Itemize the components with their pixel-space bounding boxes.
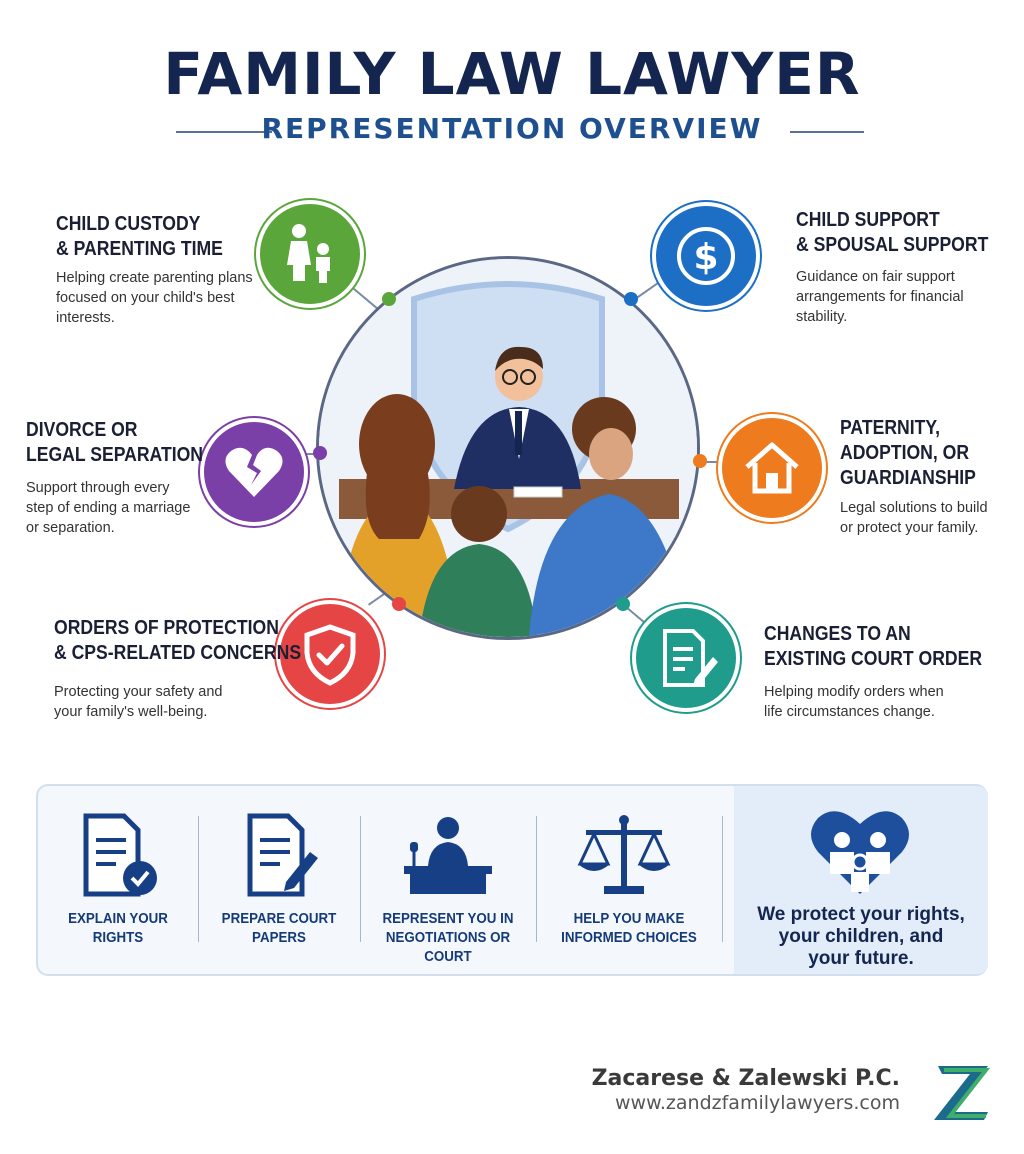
page-subtitle: REPRESENTATION OVERVIEW [261, 112, 763, 145]
connector-line [700, 461, 720, 463]
lawyer-family-illustration [319, 259, 697, 637]
house-icon [745, 442, 799, 494]
protection-dot [392, 597, 406, 611]
svg-text:$: $ [693, 237, 718, 278]
support-title: CHILD SUPPORT& SPOUSAL SUPPORT [796, 209, 989, 256]
divider [360, 816, 361, 942]
changes-desc: Helping modify orders when life circumst… [764, 684, 944, 720]
podium-speaker-icon [404, 817, 492, 894]
paternity-circle [718, 414, 826, 522]
subtitle-rule-right [790, 131, 864, 133]
custody-dot [382, 292, 396, 306]
brand-url: www.zandzfamilylawyers.com [615, 1092, 900, 1114]
connector-line [302, 453, 322, 455]
tagline-panel: We protect your rights, your children, a… [734, 786, 988, 974]
divider [722, 816, 723, 942]
divorce-circle [200, 418, 308, 526]
center-illustration [316, 256, 700, 640]
broken-heart-icon [225, 447, 283, 497]
support-desc: Guidance on fair support arrangements fo… [796, 269, 964, 325]
subtitle-rule-left [176, 131, 272, 133]
subtitle-row: REPRESENTATION OVERVIEW [0, 112, 1024, 152]
paternity-dot [693, 454, 707, 468]
scales-icon [577, 815, 671, 894]
page-title: FAMILY LAW LAWYER [163, 40, 861, 108]
dollar-icon: $ [677, 227, 735, 285]
paternity-desc: Legal solutions to build or protect your… [840, 500, 988, 536]
bottom-panel: We protect your rights, your children, a… [36, 784, 988, 976]
changes-dot [616, 597, 630, 611]
shield-check-icon [304, 624, 356, 686]
brand-name: Zacarese & Zalewski P.C. [591, 1066, 900, 1091]
divorce-dot [313, 446, 327, 460]
family-heart-icon [811, 811, 909, 894]
divorce-desc: Support through every step of ending a m… [26, 480, 191, 536]
parent-child-icon [287, 224, 330, 283]
tagline: We protect your rights, your children, a… [757, 904, 965, 969]
support-circle: $ [652, 202, 760, 310]
divider [536, 816, 537, 942]
custody-title: CHILD CUSTODY& PARENTING TIME [56, 213, 223, 260]
document-pen-icon [247, 813, 318, 897]
document-pen-icon [663, 629, 718, 687]
support-dot [624, 292, 638, 306]
protection-desc: Protecting your safety and your family's… [54, 684, 223, 720]
protection-circle [276, 600, 384, 708]
document-check-icon [83, 813, 157, 897]
brand-logo [934, 1066, 991, 1120]
protection-title: ORDERS OF PROTECTION& CPS-RELATED CONCER… [54, 617, 302, 664]
divider [198, 816, 199, 942]
custody-desc: Helping create parenting plans focused o… [56, 270, 253, 326]
changes-circle [632, 604, 740, 712]
custody-circle [256, 200, 364, 308]
